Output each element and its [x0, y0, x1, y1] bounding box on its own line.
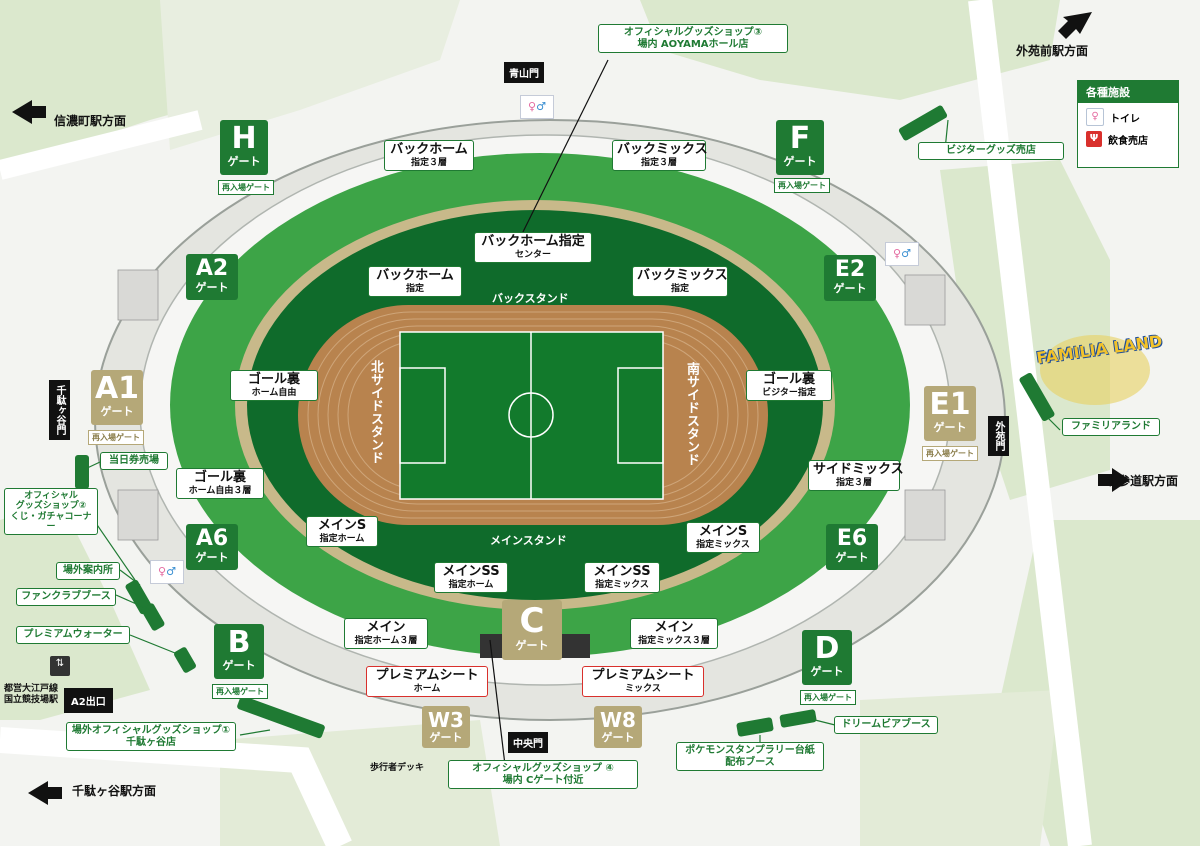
subway-icon: ⇅ [50, 656, 70, 676]
legend-title: 各種施設 [1078, 81, 1178, 103]
official-shop-4: オフィシャルグッズショップ ④ 場内 Cゲート付近 [448, 760, 638, 789]
dream-beer-booth: ドリームビアブース [834, 716, 938, 734]
gate-a1-reentry: 再入場ゲート [88, 430, 144, 445]
visitor-goods-shop: ビジターグッズ売店 [918, 142, 1064, 160]
station-name: 都営大江戸線 国立競技場駅 [4, 684, 59, 706]
food-icon: Ψ [1086, 131, 1102, 147]
seat-goal-home: ゴール裏ホーム自由 [230, 370, 318, 402]
official-shop-3: オフィシャルグッズショップ③ 場内 AOYAMAホール店 [598, 24, 788, 53]
same-day-ticket-booth: 当日券売場 [100, 452, 168, 470]
seat-main-home-3f: メイン指定ホーム３層 [344, 618, 428, 650]
chuo-gate-label: 中央門 [508, 732, 548, 753]
toilet-icon: ♀♂ [520, 95, 554, 119]
seat-back-mix: バックミックス指定 [632, 266, 728, 298]
seat-premium-home: プレミアムシートホーム [366, 666, 488, 698]
gate-e1-reentry: 再入場ゲート [922, 446, 978, 461]
seat-main-mix-3f: メイン指定ミックス３層 [630, 618, 718, 650]
toilet-icon: ♀♂ [885, 242, 919, 266]
toilet-icon: ♀ [1086, 108, 1104, 126]
outside-official-shop-1: 場外オフィシャルグッズショップ① 千駄ヶ谷店 [66, 722, 236, 751]
sendagaya-gate-label: 千駄ヶ谷門 [49, 380, 70, 440]
premium-water-booth: プレミアムウォーター [16, 626, 130, 644]
gate-d-reentry: 再入場ゲート [800, 690, 856, 705]
gate-f-reentry: 再入場ゲート [774, 178, 830, 193]
official-shop-2: オフィシャル グッズショップ② くじ・ガチャコーナー [4, 488, 98, 536]
seat-side-mix-3f: サイドミックス指定３層 [808, 460, 904, 492]
stand-south: 南サイドスタンド [684, 362, 699, 466]
seat-back-home: バックホーム指定 [368, 266, 462, 298]
seat-goal-home-3f: ゴール裏ホーム自由３層 [176, 468, 264, 500]
seat-back-mix-3f: バックミックス指定３層 [612, 140, 708, 172]
seat-premium-mix: プレミアムシートミックス [582, 666, 704, 698]
seat-back-home-3f: バックホーム指定３層 [384, 140, 474, 172]
stand-north: 北サイドスタンド [368, 360, 383, 464]
direction-gaienmae: 外苑前駅方面 [1016, 44, 1089, 58]
pokemon-stamp-booth: ポケモンスタンプラリー台紙 配布ブース [676, 742, 824, 771]
gate-b-reentry: 再入場ゲート [212, 684, 268, 699]
info-center: 場外案内所 [56, 562, 120, 580]
direction-kitasando: 北参道駅方面 [1106, 474, 1179, 488]
fanclub-booth: ファンクラブブース [16, 588, 116, 606]
aoyama-gate-label: 青山門 [504, 62, 544, 83]
pedestrian-deck-label: 歩行者デッキ [370, 763, 425, 773]
direction-shinanomachi: 信濃町駅方面 [54, 114, 127, 128]
seat-goal-visitor: ゴール裏ビジター指定 [746, 370, 832, 402]
gate-h-reentry: 再入場ゲート [218, 180, 274, 195]
direction-sendagaya: 千駄ヶ谷駅方面 [72, 784, 157, 798]
toilet-icon: ♀♂ [150, 560, 184, 584]
seat-back-home-center: バックホーム指定センター [474, 232, 592, 264]
stand-back: バックスタンド [492, 292, 569, 305]
legend-toilet: ♀トイレ [1078, 103, 1178, 126]
stand-main: メインスタンド [490, 534, 567, 547]
gaien-gate-label: 外苑門 [988, 416, 1009, 456]
station-exit-a2: A2出口 [64, 688, 113, 713]
familia-land: ファミリアランド [1062, 418, 1160, 436]
